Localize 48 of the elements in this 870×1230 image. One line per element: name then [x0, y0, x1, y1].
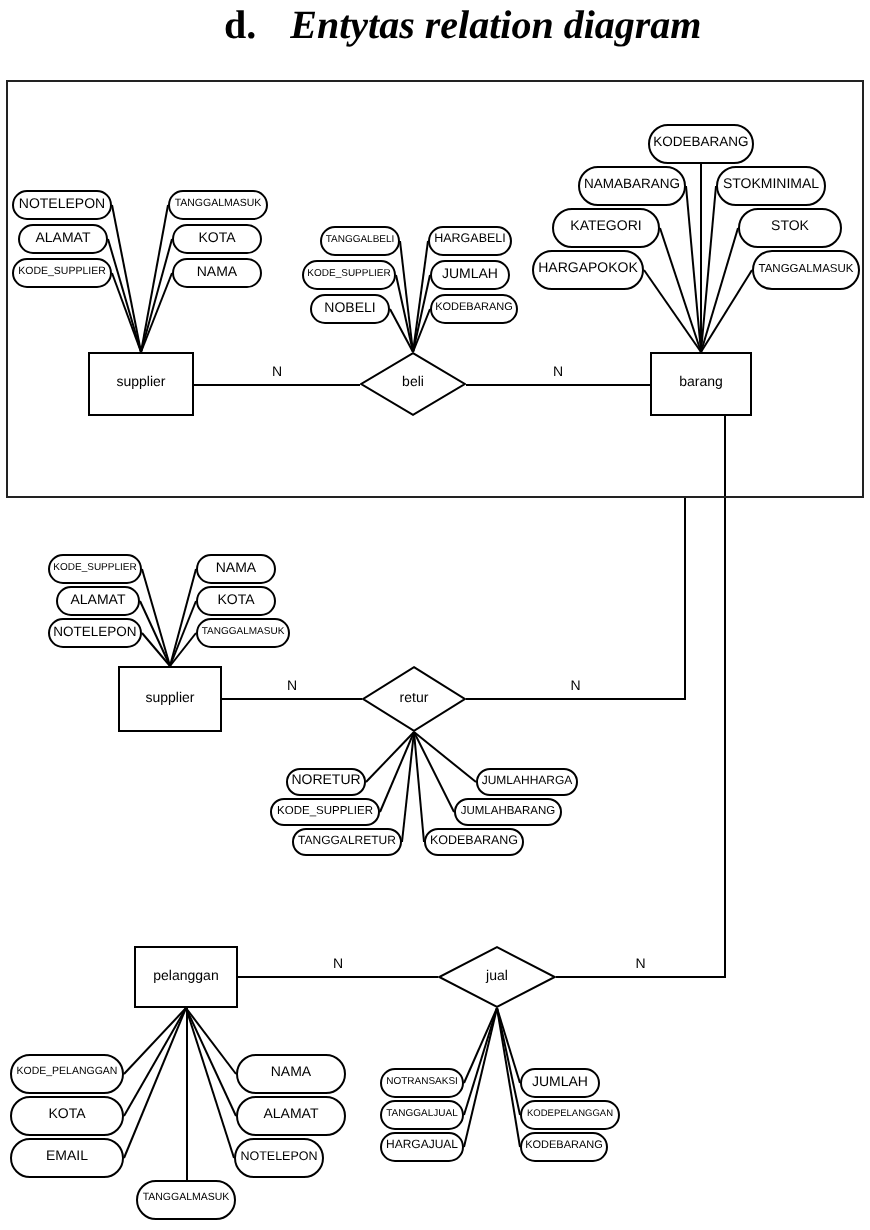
connector-line [700, 227, 739, 353]
connector-line [186, 1007, 188, 1181]
connector-line [141, 568, 171, 667]
connector-line [412, 308, 431, 353]
connector-line [412, 274, 431, 353]
connector-line [123, 1007, 187, 1075]
connector-line [107, 238, 142, 353]
connector-line [465, 497, 686, 700]
connector-line [463, 1007, 498, 1148]
connector-line [395, 274, 414, 353]
connector-line [496, 1007, 521, 1084]
connector-line [389, 308, 414, 353]
diagram-title: d. Entytas relation diagram [224, 4, 702, 48]
connector-line [401, 731, 415, 843]
connector-line [463, 1007, 498, 1116]
connector-line [169, 632, 197, 667]
connector-line [185, 1007, 237, 1075]
connector-line [365, 731, 415, 783]
connector-line [237, 976, 439, 978]
connector-line [169, 568, 197, 667]
connector-line [496, 1007, 521, 1116]
connector-line [140, 238, 173, 353]
connector-line [111, 272, 142, 353]
connector-line [643, 269, 702, 353]
connector-line [700, 269, 753, 353]
connector-line [413, 731, 477, 783]
group-frame [6, 80, 864, 498]
connector-line [185, 1007, 237, 1117]
connector-line [496, 1007, 521, 1148]
connector-line [140, 204, 169, 353]
connector-line [193, 384, 361, 386]
connector-line [169, 600, 197, 667]
connector-line [123, 1007, 187, 1117]
connector-line [413, 731, 425, 843]
connector-line [111, 204, 142, 353]
connector-line [659, 227, 702, 353]
connector-line [221, 698, 363, 700]
connector-line [141, 632, 171, 667]
connector-line [379, 731, 415, 813]
connector-line [413, 731, 455, 813]
connector-line [463, 1007, 498, 1084]
connector-line [465, 384, 651, 386]
connector-line [412, 240, 429, 353]
connector-line [700, 185, 717, 353]
connector-line [140, 272, 173, 353]
connector-line [123, 1007, 187, 1159]
connector-line [555, 415, 726, 978]
connector-line [139, 600, 171, 667]
